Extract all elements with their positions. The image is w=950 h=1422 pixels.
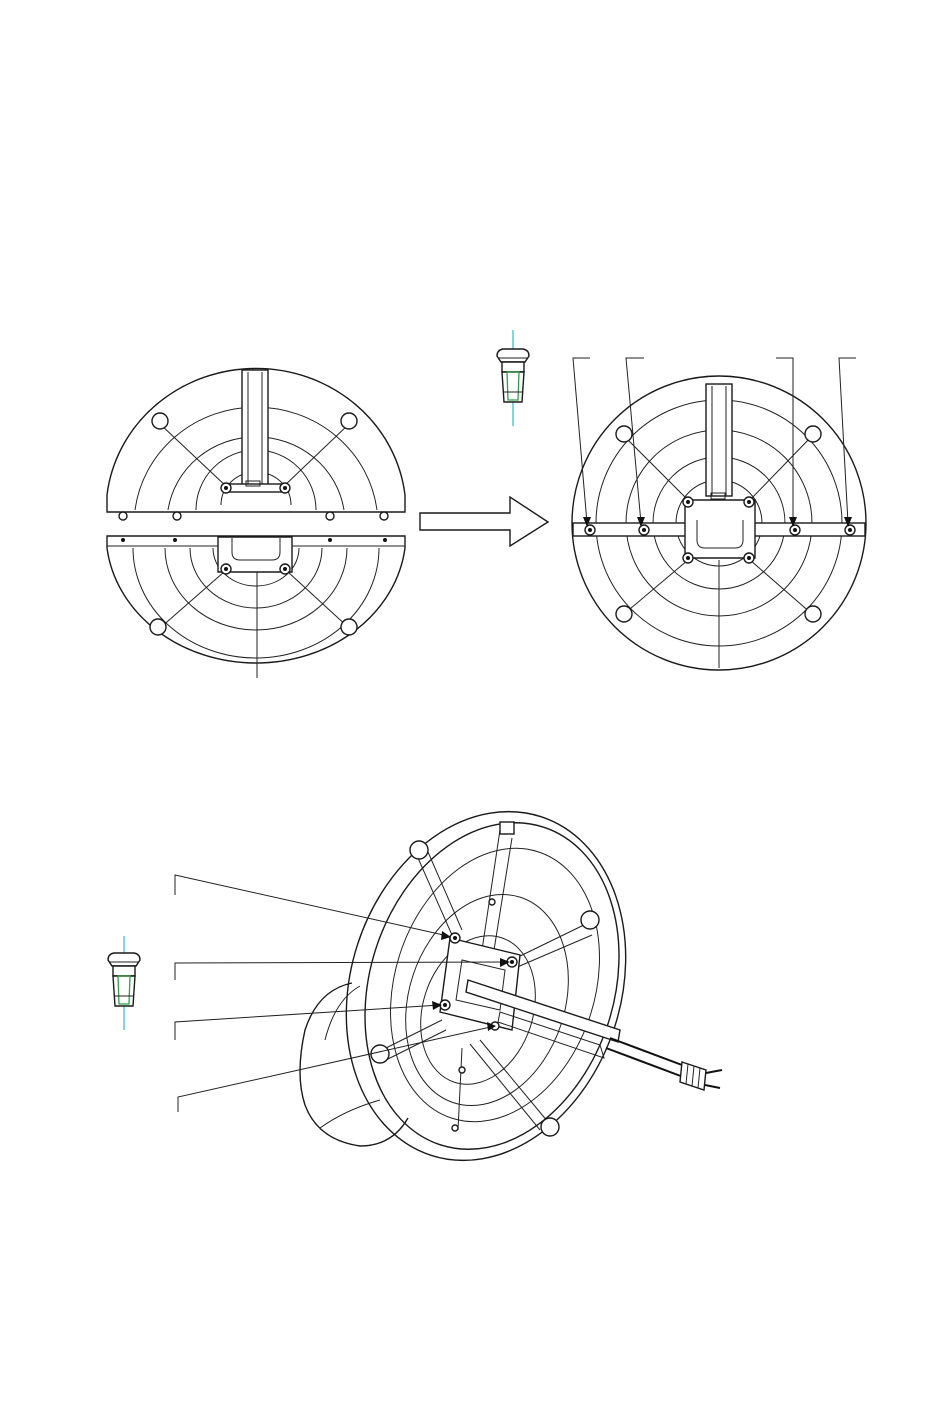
fan-base-assembled-icon — [175, 775, 722, 1197]
right-arrow-icon — [420, 497, 548, 546]
base-bottom-half — [107, 536, 405, 678]
split-base-icon — [107, 368, 405, 678]
base-top-half — [107, 368, 405, 520]
fastener-screw-icon — [497, 330, 529, 426]
power-plug-icon — [680, 1062, 722, 1090]
fastener-screw-icon — [108, 936, 140, 1030]
joined-base-icon — [572, 358, 866, 670]
